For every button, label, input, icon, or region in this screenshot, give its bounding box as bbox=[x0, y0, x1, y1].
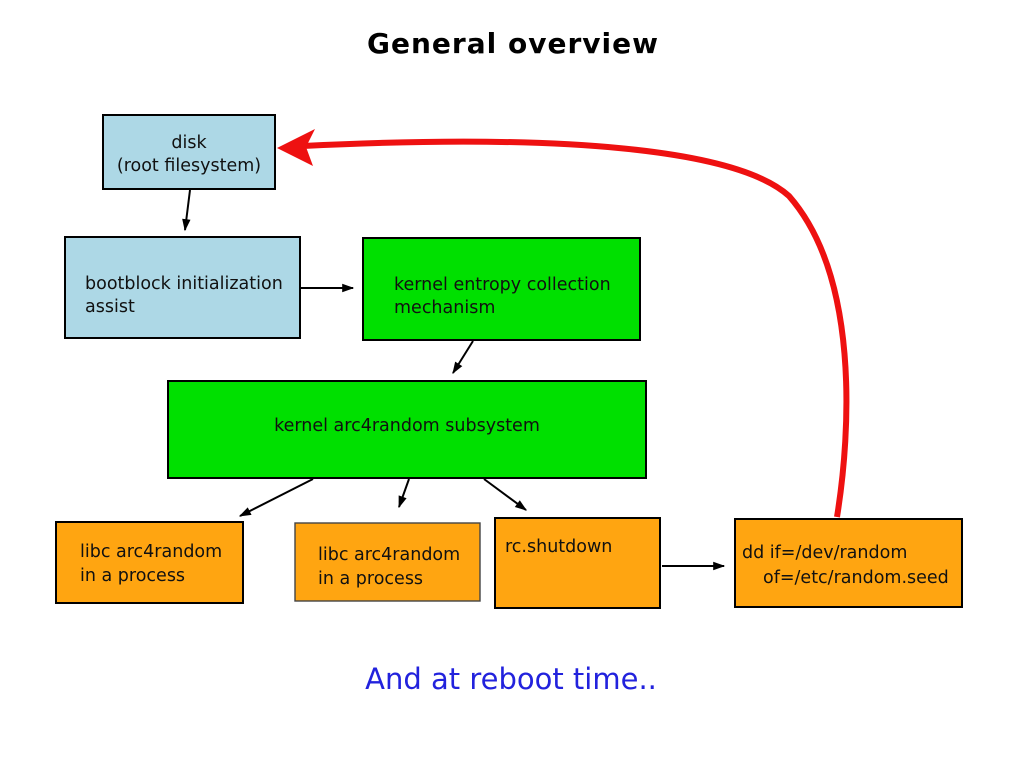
red-reboot-arrow bbox=[302, 138, 850, 518]
node-libc-process-1: libc arc4random in a process bbox=[55, 521, 244, 604]
dd-label-line1: dd if=/dev/random bbox=[742, 543, 907, 563]
bootblock-label-line2: assist bbox=[85, 297, 135, 317]
dd-label-line2: of=/etc/random.seed bbox=[763, 568, 949, 588]
entropy-label-line1: kernel entropy collection bbox=[394, 275, 611, 295]
arc4random-box bbox=[167, 380, 647, 479]
node-entropy: kernel entropy collection mechanism bbox=[362, 237, 641, 341]
node-libc-process-2: libc arc4random in a process bbox=[294, 522, 481, 602]
libc2-label-line2: in a process bbox=[318, 569, 423, 589]
reboot-caption: And at reboot time.. bbox=[365, 662, 657, 696]
disk-label-line2: (root filesystem) bbox=[117, 156, 261, 176]
edge-arc4random-to-libc1 bbox=[238, 478, 314, 517]
node-rcshutdown: rc.shutdown bbox=[494, 517, 661, 609]
entropy-box bbox=[362, 237, 641, 341]
libc1-label-line1: libc arc4random bbox=[80, 542, 222, 562]
libc1-box bbox=[55, 521, 244, 604]
libc2-box bbox=[294, 522, 481, 602]
edge-arc4random-to-rcshutdown bbox=[483, 478, 527, 511]
red-arrowhead-icon bbox=[277, 129, 315, 166]
edge-entropy-to-arc4random bbox=[452, 340, 474, 375]
node-arc4random: kernel arc4random subsystem bbox=[167, 380, 647, 479]
edge-disk-to-bootblock bbox=[182, 189, 191, 232]
disk-box bbox=[102, 114, 276, 190]
node-bootblock: bootblock initialization assist bbox=[64, 236, 301, 339]
arc4random-label: kernel arc4random subsystem bbox=[274, 416, 540, 436]
page-title: General overview bbox=[367, 27, 659, 60]
entropy-label-line2: mechanism bbox=[394, 298, 495, 318]
bootblock-box bbox=[64, 236, 301, 339]
edge-arc4random-to-libc2 bbox=[398, 478, 410, 509]
libc2-label-line1: libc arc4random bbox=[318, 545, 460, 565]
dd-box bbox=[734, 518, 963, 608]
node-disk: disk (root filesystem) bbox=[102, 114, 276, 190]
bootblock-label-line1: bootblock initialization bbox=[85, 274, 283, 294]
node-dd-seed: dd if=/dev/random of=/etc/random.seed bbox=[734, 518, 963, 608]
rcshutdown-label: rc.shutdown bbox=[505, 537, 612, 557]
disk-label-line1: disk bbox=[171, 133, 207, 153]
libc1-label-line2: in a process bbox=[80, 566, 185, 586]
rcshutdown-box bbox=[494, 517, 661, 609]
